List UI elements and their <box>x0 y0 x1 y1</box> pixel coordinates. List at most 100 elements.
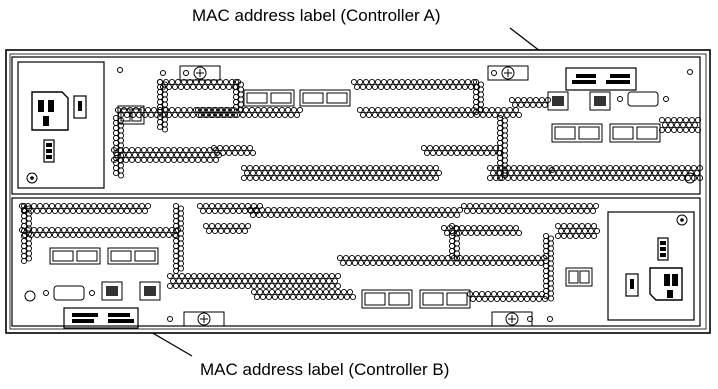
vent-hole <box>603 169 611 177</box>
vent-hole <box>227 111 235 119</box>
vent-hole <box>225 83 233 91</box>
vent-hole <box>658 126 666 134</box>
vent-hole <box>280 282 288 290</box>
vent-hole <box>441 259 449 267</box>
vent-hole <box>475 207 483 215</box>
vent-hole <box>343 293 351 301</box>
vent-hole <box>222 78 230 86</box>
vent-hole <box>168 106 176 114</box>
vent-hole <box>316 282 324 290</box>
vent-hole <box>178 272 186 280</box>
vent-hole <box>506 224 514 232</box>
vent-hole <box>384 254 392 262</box>
vent-hole <box>33 231 41 239</box>
vent-hole <box>297 169 305 177</box>
vent-hole <box>384 174 392 182</box>
vent-hole <box>399 169 407 177</box>
vent-hole <box>300 174 308 182</box>
vent-hole <box>419 83 427 91</box>
vent-hole <box>682 126 690 134</box>
vent-hole <box>648 164 656 172</box>
vent-hole <box>426 206 434 214</box>
vent-hole <box>508 290 516 298</box>
vent-hole <box>191 151 199 159</box>
vent-hole <box>489 149 497 157</box>
vent-hole <box>508 96 516 104</box>
vent-hole <box>444 144 452 152</box>
vent-hole <box>306 164 314 172</box>
vent-hole <box>279 169 287 177</box>
vent-hole <box>438 144 446 152</box>
vent-hole <box>395 83 403 91</box>
vent-hole <box>93 231 101 239</box>
vent-hole <box>588 164 596 172</box>
vent-hole <box>414 206 422 214</box>
vent-hole <box>217 207 225 215</box>
vent-hole <box>378 254 386 262</box>
vent-hole <box>609 169 617 177</box>
vent-hole <box>187 277 195 285</box>
vent-hole <box>230 106 238 114</box>
vent-hole <box>440 224 448 232</box>
vent-hole <box>252 206 260 214</box>
vent-hole <box>422 78 430 86</box>
vent-hole <box>277 293 285 301</box>
vent-hole <box>369 259 377 267</box>
vent-hole <box>522 254 530 262</box>
vent-hole <box>408 174 416 182</box>
vent-hole <box>357 259 365 267</box>
vent-hole <box>288 174 296 182</box>
vent-hole <box>492 174 500 182</box>
vent-hole <box>304 282 312 290</box>
vent-hole <box>69 231 77 239</box>
vent-hole <box>342 206 350 214</box>
vent-hole <box>523 207 531 215</box>
vent-hole <box>318 206 326 214</box>
vent-hole <box>422 106 430 114</box>
vent-hole <box>298 282 306 290</box>
vent-hole <box>149 151 157 159</box>
vent-hole <box>435 169 443 177</box>
vent-hole <box>39 207 47 215</box>
vent-hole <box>556 202 564 210</box>
vent-hole <box>351 169 359 177</box>
vent-hole <box>570 164 578 172</box>
vent-hole <box>169 277 177 285</box>
vent-hole <box>268 288 276 296</box>
vent-hole <box>494 224 502 232</box>
power-supply-b <box>607 211 695 321</box>
vent-hole <box>366 206 374 214</box>
vent-hole <box>529 207 537 215</box>
vent-hole <box>384 206 392 214</box>
vent-hole <box>290 106 298 114</box>
vent-hole <box>292 288 300 296</box>
vent-hole <box>531 169 539 177</box>
vent-hole <box>525 259 533 267</box>
vent-hole <box>221 111 229 119</box>
vent-hole <box>670 126 678 134</box>
vent-hole <box>179 151 187 159</box>
vent-hole <box>541 207 549 215</box>
vent-hole <box>158 146 166 154</box>
vent-hole <box>540 174 548 182</box>
vent-hole <box>517 101 525 109</box>
vent-hole <box>540 254 548 262</box>
vent-hole <box>590 232 598 240</box>
vent-hole <box>398 78 406 86</box>
vent-hole <box>214 202 222 210</box>
callout-controller-a: MAC address label (Controller A) <box>192 6 441 25</box>
vent-hole <box>96 202 104 210</box>
vent-hole <box>547 207 555 215</box>
vent-hole <box>420 174 428 182</box>
vent-hole <box>416 78 424 86</box>
vent-hole <box>156 226 164 234</box>
vent-hole <box>495 259 503 267</box>
vent-hole <box>378 206 386 214</box>
vent-hole <box>420 206 428 214</box>
vent-hole <box>525 169 533 177</box>
vent-hole <box>147 231 155 239</box>
vent-hole <box>156 123 164 131</box>
vent-hole <box>298 272 306 280</box>
vent-hole <box>501 259 509 267</box>
vent-hole <box>569 227 577 235</box>
